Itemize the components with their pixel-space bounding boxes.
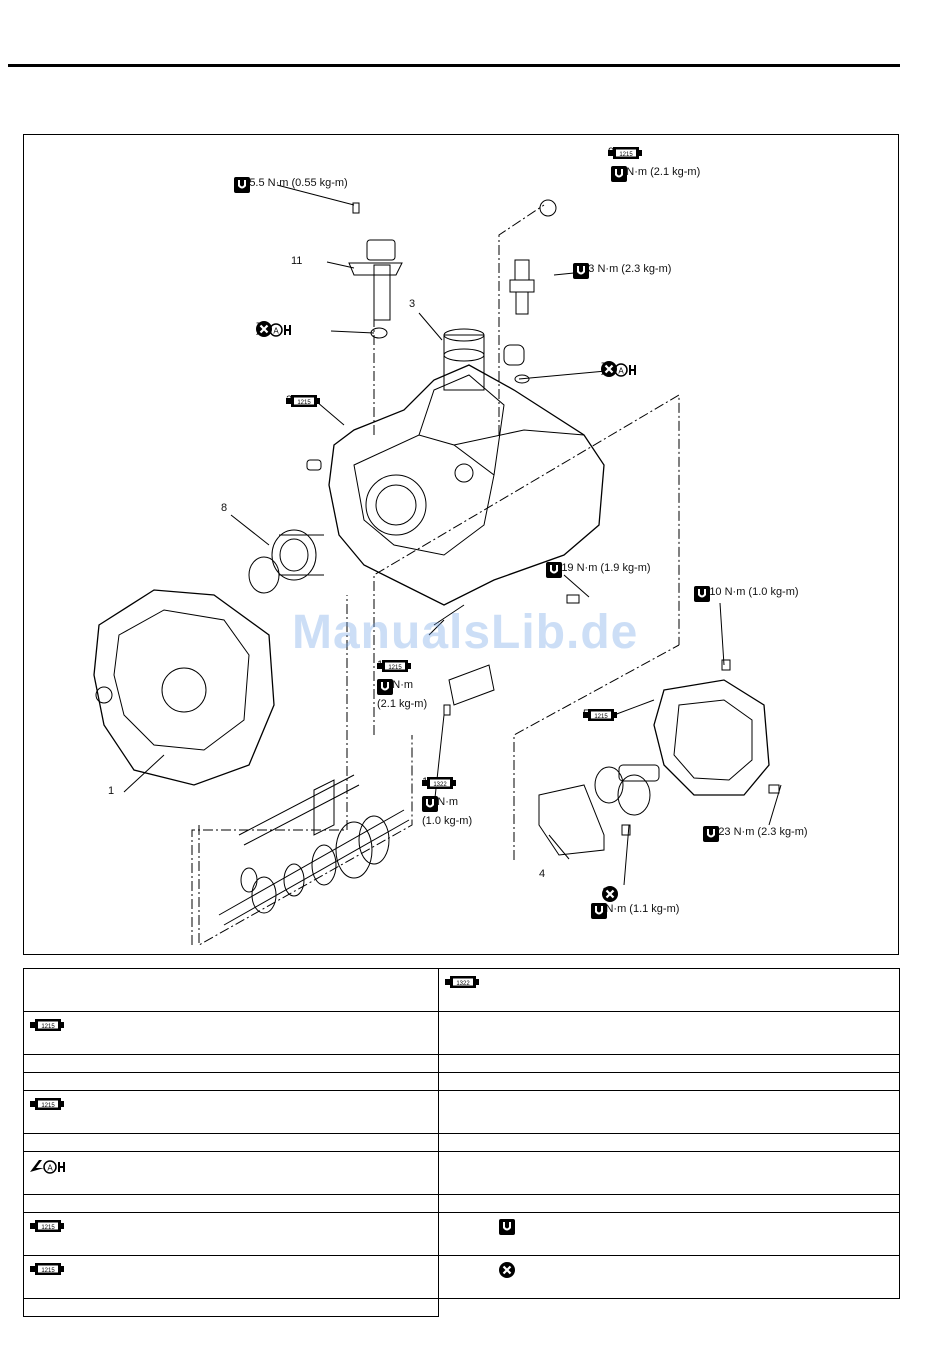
torque-icon: [591, 903, 607, 919]
sealant-1215-icon: 1215: [30, 1263, 64, 1275]
legend-cell: [23, 968, 439, 1012]
do-not-reuse-icon: [601, 361, 617, 377]
callout-10: 10 1215: [377, 659, 411, 672]
svg-text:1215: 1215: [388, 665, 402, 671]
callout-14: 14 5.5 N·m (0.55 kg-m): [234, 177, 348, 193]
legend-cell: 1322: [438, 968, 900, 1012]
legend-cell: 1215: [23, 1011, 439, 1055]
torque-icon: [611, 166, 627, 182]
legend-cell: [438, 1255, 900, 1299]
callout-12-torque: 10 N·m: [422, 796, 458, 812]
legend-row: 1215: [23, 1255, 900, 1299]
do-not-reuse-icon: [602, 886, 618, 902]
legend-cell-empty: [439, 1299, 900, 1317]
legend-row: [23, 1054, 900, 1073]
exploded-view-diagram: 14 5.5 N·m (0.55 kg-m) 11 9 1215 21 N·m …: [23, 134, 899, 955]
svg-text:1215: 1215: [297, 400, 311, 406]
legend-cell: [438, 1011, 900, 1055]
torque-icon: [499, 1219, 515, 1235]
callout-10-torque: 21 N·m: [377, 679, 413, 695]
legend-row: [23, 1133, 900, 1152]
sealant-1215-icon: 1215: [377, 660, 411, 672]
svg-text:1215: 1215: [41, 1024, 55, 1030]
callout-15: 15 10 N·m (1.0 kg-m): [694, 586, 799, 602]
callout-3: 3: [409, 298, 416, 310]
legend-cell: 1215: [23, 1255, 439, 1299]
legend-row: 1215: [23, 1090, 900, 1134]
callout-7-left: 7: [256, 321, 292, 337]
do-not-reuse-icon: [499, 1262, 515, 1278]
legend-cell: [438, 1151, 900, 1195]
svg-text:1215: 1215: [41, 1103, 55, 1109]
legend-cell: [438, 1072, 900, 1091]
legend-table: 1322 1215 1215 1215: [23, 968, 900, 1317]
legend-row: 1322: [23, 968, 900, 1012]
torque-icon: [546, 562, 562, 578]
callout-5: 5 1215: [583, 708, 617, 721]
legend-cell: [438, 1090, 900, 1134]
svg-text:1322: 1322: [456, 981, 470, 987]
legend-cell: 1215: [23, 1090, 439, 1134]
callout-9-torque: 21 N·m (2.1 kg-m): [611, 166, 700, 182]
callout-8: 8: [221, 502, 228, 514]
legend-row: [23, 1298, 900, 1317]
legend-cell: [438, 1133, 900, 1152]
legend-row: [23, 1194, 900, 1213]
callout-9: 9 1215: [608, 146, 642, 159]
sealant-1215-icon: 1215: [30, 1220, 64, 1232]
legend-cell: [438, 1212, 900, 1256]
grease-a-icon: [30, 1159, 66, 1174]
torque-icon: [694, 586, 710, 602]
callout-10-torque-kgm: (2.1 kg-m): [377, 698, 428, 710]
callout-2: 2 1215: [286, 394, 320, 407]
sealant-1215-icon: 1215: [30, 1019, 64, 1031]
torque-icon: [703, 826, 719, 842]
callout-13-torque: 11 N·m (1.1 kg-m): [591, 903, 679, 919]
diagram-drawing: [93, 184, 782, 946]
callout-7-right: 7: [601, 361, 637, 377]
legend-row: [23, 1072, 900, 1091]
callout-11: 11: [291, 255, 303, 267]
sealant-1215-icon: 1215: [583, 709, 617, 721]
callout-12-torque-kgm: (1.0 kg-m): [422, 815, 473, 827]
legend-cell: [23, 1298, 439, 1317]
torque-icon: [422, 796, 438, 812]
svg-text:1215: 1215: [41, 1225, 55, 1231]
torque-icon: [573, 263, 589, 279]
legend-row: 1215: [23, 1011, 900, 1055]
legend-cell: [438, 1194, 900, 1213]
svg-text:1215: 1215: [619, 152, 633, 158]
callout-16: 16 23 N·m (2.3 kg-m): [703, 826, 808, 842]
callout-13: 13: [602, 886, 618, 902]
sealant-1215-icon: 1215: [30, 1098, 64, 1110]
callout-6: 6 23 N·m (2.3 kg-m): [573, 263, 671, 279]
legend-row: [23, 1151, 900, 1195]
watermark: ManualsLib.de: [292, 606, 639, 659]
legend-cell: [23, 1194, 439, 1213]
callout-17: 17 19 N·m (1.9 kg-m): [546, 562, 651, 578]
sealant-1322-icon: 1322: [422, 777, 456, 789]
legend-row: 1215: [23, 1212, 900, 1256]
svg-text:1215: 1215: [41, 1268, 55, 1274]
top-rule: [8, 64, 900, 67]
torque-icon: [234, 177, 250, 193]
callout-1: 1: [108, 785, 115, 797]
legend-cell: 1215: [23, 1212, 439, 1256]
svg-text:1322: 1322: [433, 782, 447, 788]
legend-cell: [23, 1054, 439, 1073]
sealant-1215-icon: 1215: [608, 147, 642, 159]
callout-4: 4: [539, 868, 546, 880]
sealant-1322-icon: 1322: [445, 976, 479, 988]
legend-cell: [23, 1133, 439, 1152]
legend-cell: [438, 1054, 900, 1073]
legend-cell: [23, 1151, 439, 1195]
svg-text:1215: 1215: [594, 714, 608, 720]
do-not-reuse-icon: [256, 321, 272, 337]
sealant-1215-icon: 1215: [286, 395, 320, 407]
legend-cell: [23, 1072, 439, 1091]
torque-icon: [377, 679, 393, 695]
callout-12: 12 1322: [422, 776, 456, 789]
